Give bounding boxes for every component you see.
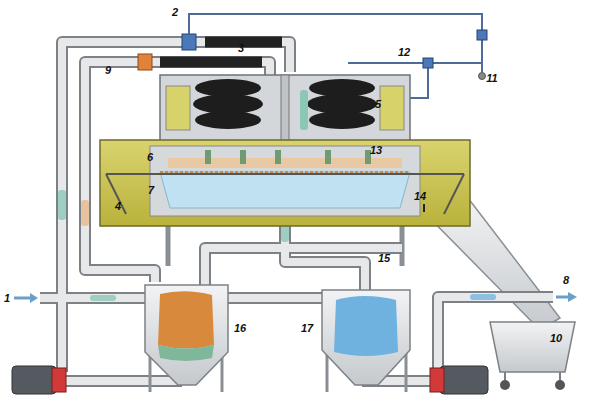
callout-number: 14 [414,191,426,202]
callout-number: 11 [486,73,497,84]
callout-number: 5 [375,99,381,110]
callout-number: 7 [148,185,154,196]
callout-number: 8 [563,275,569,286]
callout-number: 2 [172,7,178,18]
callout-number: 6 [147,152,153,163]
callout-number: 10 [550,333,562,344]
callout-number: 16 [234,323,246,334]
callout-number: 13 [370,145,382,156]
callout-number: 1 [4,293,10,304]
callout-number: 15 [378,253,390,264]
callout-number: 3 [238,43,244,54]
callout-number: 12 [398,47,410,58]
callout-number: 9 [105,65,111,76]
callout-number: 4 [115,201,121,212]
callout-number: 17 [301,323,313,334]
